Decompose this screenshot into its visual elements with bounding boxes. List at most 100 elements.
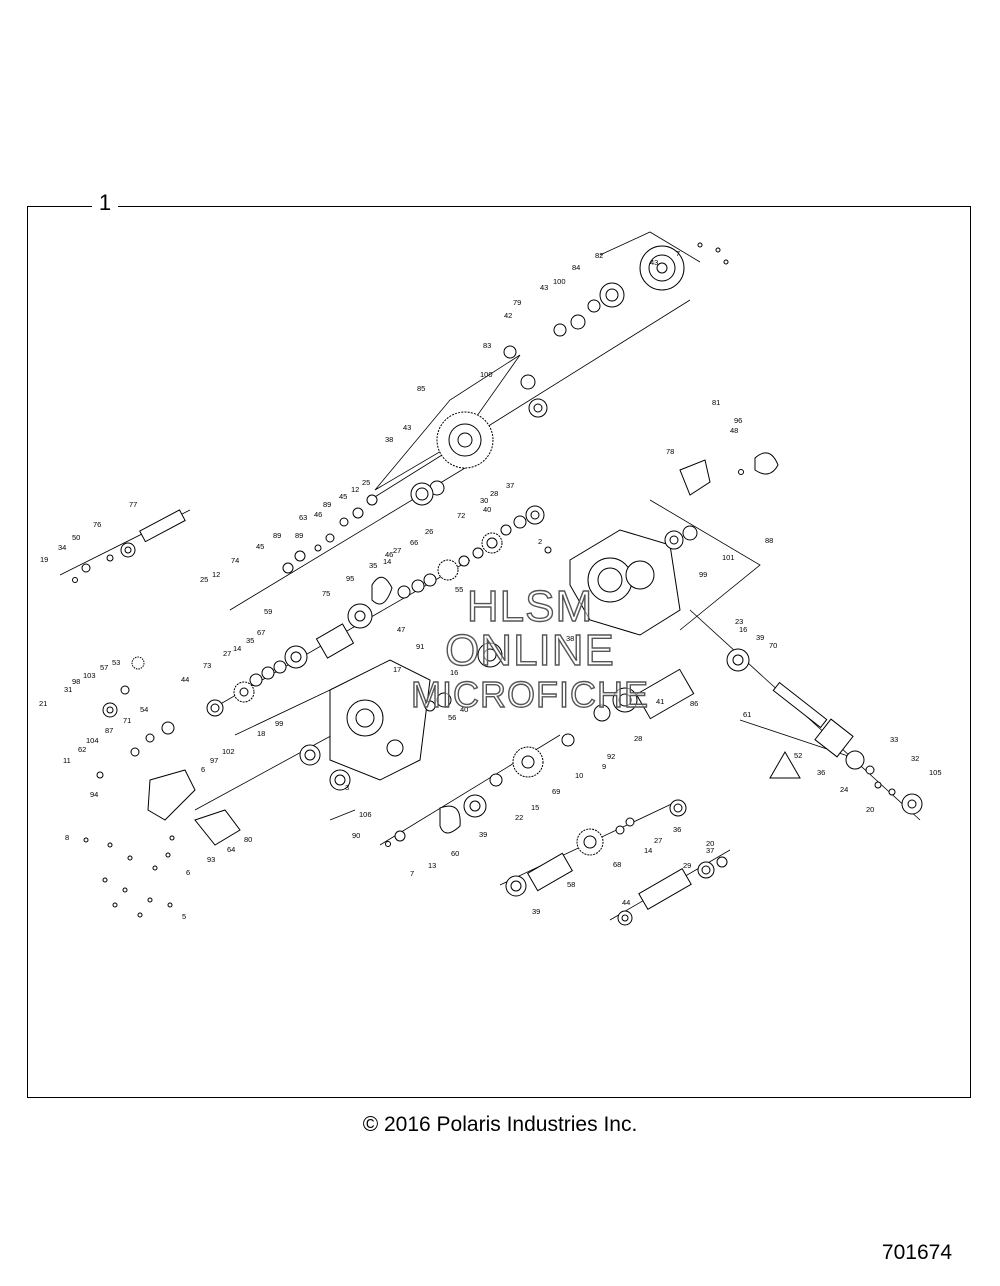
callout-52: 52 (794, 751, 802, 760)
callout-2: 2 (538, 537, 542, 546)
callout-98: 98 (72, 677, 80, 686)
diagram-frame (27, 206, 971, 1098)
callout-28: 28 (490, 489, 498, 498)
callout-92: 92 (607, 752, 615, 761)
callout-32: 32 (911, 754, 919, 763)
callout-106: 106 (359, 810, 372, 819)
callout-6: 6 (201, 765, 205, 774)
callout-12: 12 (351, 485, 359, 494)
callout-5: 5 (182, 912, 186, 921)
callout-23: 23 (735, 617, 743, 626)
callout-20: 20 (706, 839, 714, 848)
callout-60: 60 (451, 849, 459, 858)
callout-96: 96 (734, 416, 742, 425)
callout-84: 84 (572, 263, 580, 272)
callout-76: 76 (93, 520, 101, 529)
callout-86: 86 (690, 699, 698, 708)
callout-3: 3 (345, 783, 349, 792)
callout-68: 68 (613, 860, 621, 869)
callout-99: 99 (699, 570, 707, 579)
callout-17: 17 (393, 665, 401, 674)
callout-43: 43 (540, 283, 548, 292)
callout-57: 57 (100, 663, 108, 672)
callout-7: 7 (676, 249, 680, 258)
callout-19: 19 (40, 555, 48, 564)
callout-97: 97 (210, 756, 218, 765)
callout-21: 21 (39, 699, 47, 708)
callout-72: 72 (457, 511, 465, 520)
callout-39: 39 (532, 907, 540, 916)
callout-61: 61 (743, 710, 751, 719)
callout-67: 67 (257, 628, 265, 637)
callout-81: 81 (712, 398, 720, 407)
callout-36: 36 (673, 825, 681, 834)
callout-44: 44 (622, 898, 630, 907)
callout-95: 95 (346, 574, 354, 583)
callout-14: 14 (383, 557, 391, 566)
callout-11: 11 (63, 756, 71, 765)
callout-59: 59 (264, 607, 272, 616)
callout-78: 78 (666, 447, 674, 456)
copyright-notice: © 2016 Polaris Industries Inc. (362, 1113, 638, 1136)
callout-14: 14 (644, 846, 652, 855)
callout-27: 27 (223, 649, 231, 658)
callout-29: 29 (683, 861, 691, 870)
callout-12: 12 (212, 570, 220, 579)
callout-48: 48 (730, 426, 738, 435)
callout-63: 63 (299, 513, 307, 522)
callout-20: 20 (866, 805, 874, 814)
callout-93: 93 (207, 855, 215, 864)
callout-71: 71 (123, 716, 131, 725)
callout-30: 30 (480, 496, 488, 505)
callout-38: 38 (566, 634, 574, 643)
callout-26: 26 (425, 527, 433, 536)
callout-14: 14 (233, 644, 241, 653)
callout-47: 47 (397, 625, 405, 634)
callout-25: 25 (200, 575, 208, 584)
callout-35: 35 (246, 636, 254, 645)
callout-64: 64 (227, 845, 235, 854)
frame-number: 1 (92, 190, 118, 216)
callout-62: 62 (78, 745, 86, 754)
callout-69: 69 (552, 787, 560, 796)
callout-31: 31 (64, 685, 72, 694)
callout-94: 94 (90, 790, 98, 799)
callout-56: 56 (448, 713, 456, 722)
callout-75: 75 (322, 589, 330, 598)
callout-79: 79 (513, 298, 521, 307)
callout-73: 73 (203, 661, 211, 670)
callout-46: 46 (385, 550, 393, 559)
callout-105: 105 (929, 768, 942, 777)
callout-25: 25 (362, 478, 370, 487)
callout-50: 50 (72, 533, 80, 542)
callout-13: 13 (428, 861, 436, 870)
callout-42: 42 (504, 311, 512, 320)
callout-28: 28 (634, 734, 642, 743)
callout-54: 54 (140, 705, 148, 714)
callout-99: 99 (275, 719, 283, 728)
callout-35: 35 (369, 561, 377, 570)
callout-104: 104 (86, 736, 99, 745)
callout-58: 58 (567, 880, 575, 889)
callout-27: 27 (654, 836, 662, 845)
callout-80: 80 (244, 835, 252, 844)
callout-24: 24 (840, 785, 848, 794)
callout-18: 18 (257, 729, 265, 738)
callout-40: 40 (483, 505, 491, 514)
callout-37: 37 (706, 846, 714, 855)
callout-9: 9 (602, 762, 606, 771)
callout-101: 101 (722, 553, 735, 562)
callout-90: 90 (352, 831, 360, 840)
callout-36: 36 (817, 768, 825, 777)
callout-27: 27 (393, 546, 401, 555)
callout-39: 39 (756, 633, 764, 642)
callout-46: 46 (314, 510, 322, 519)
callout-37: 37 (506, 481, 514, 490)
callout-70: 70 (769, 641, 777, 650)
callout-91: 91 (416, 642, 424, 651)
callout-15: 15 (531, 803, 539, 812)
callout-88: 88 (765, 536, 773, 545)
callout-87: 87 (105, 726, 113, 735)
callout-10: 10 (575, 771, 583, 780)
